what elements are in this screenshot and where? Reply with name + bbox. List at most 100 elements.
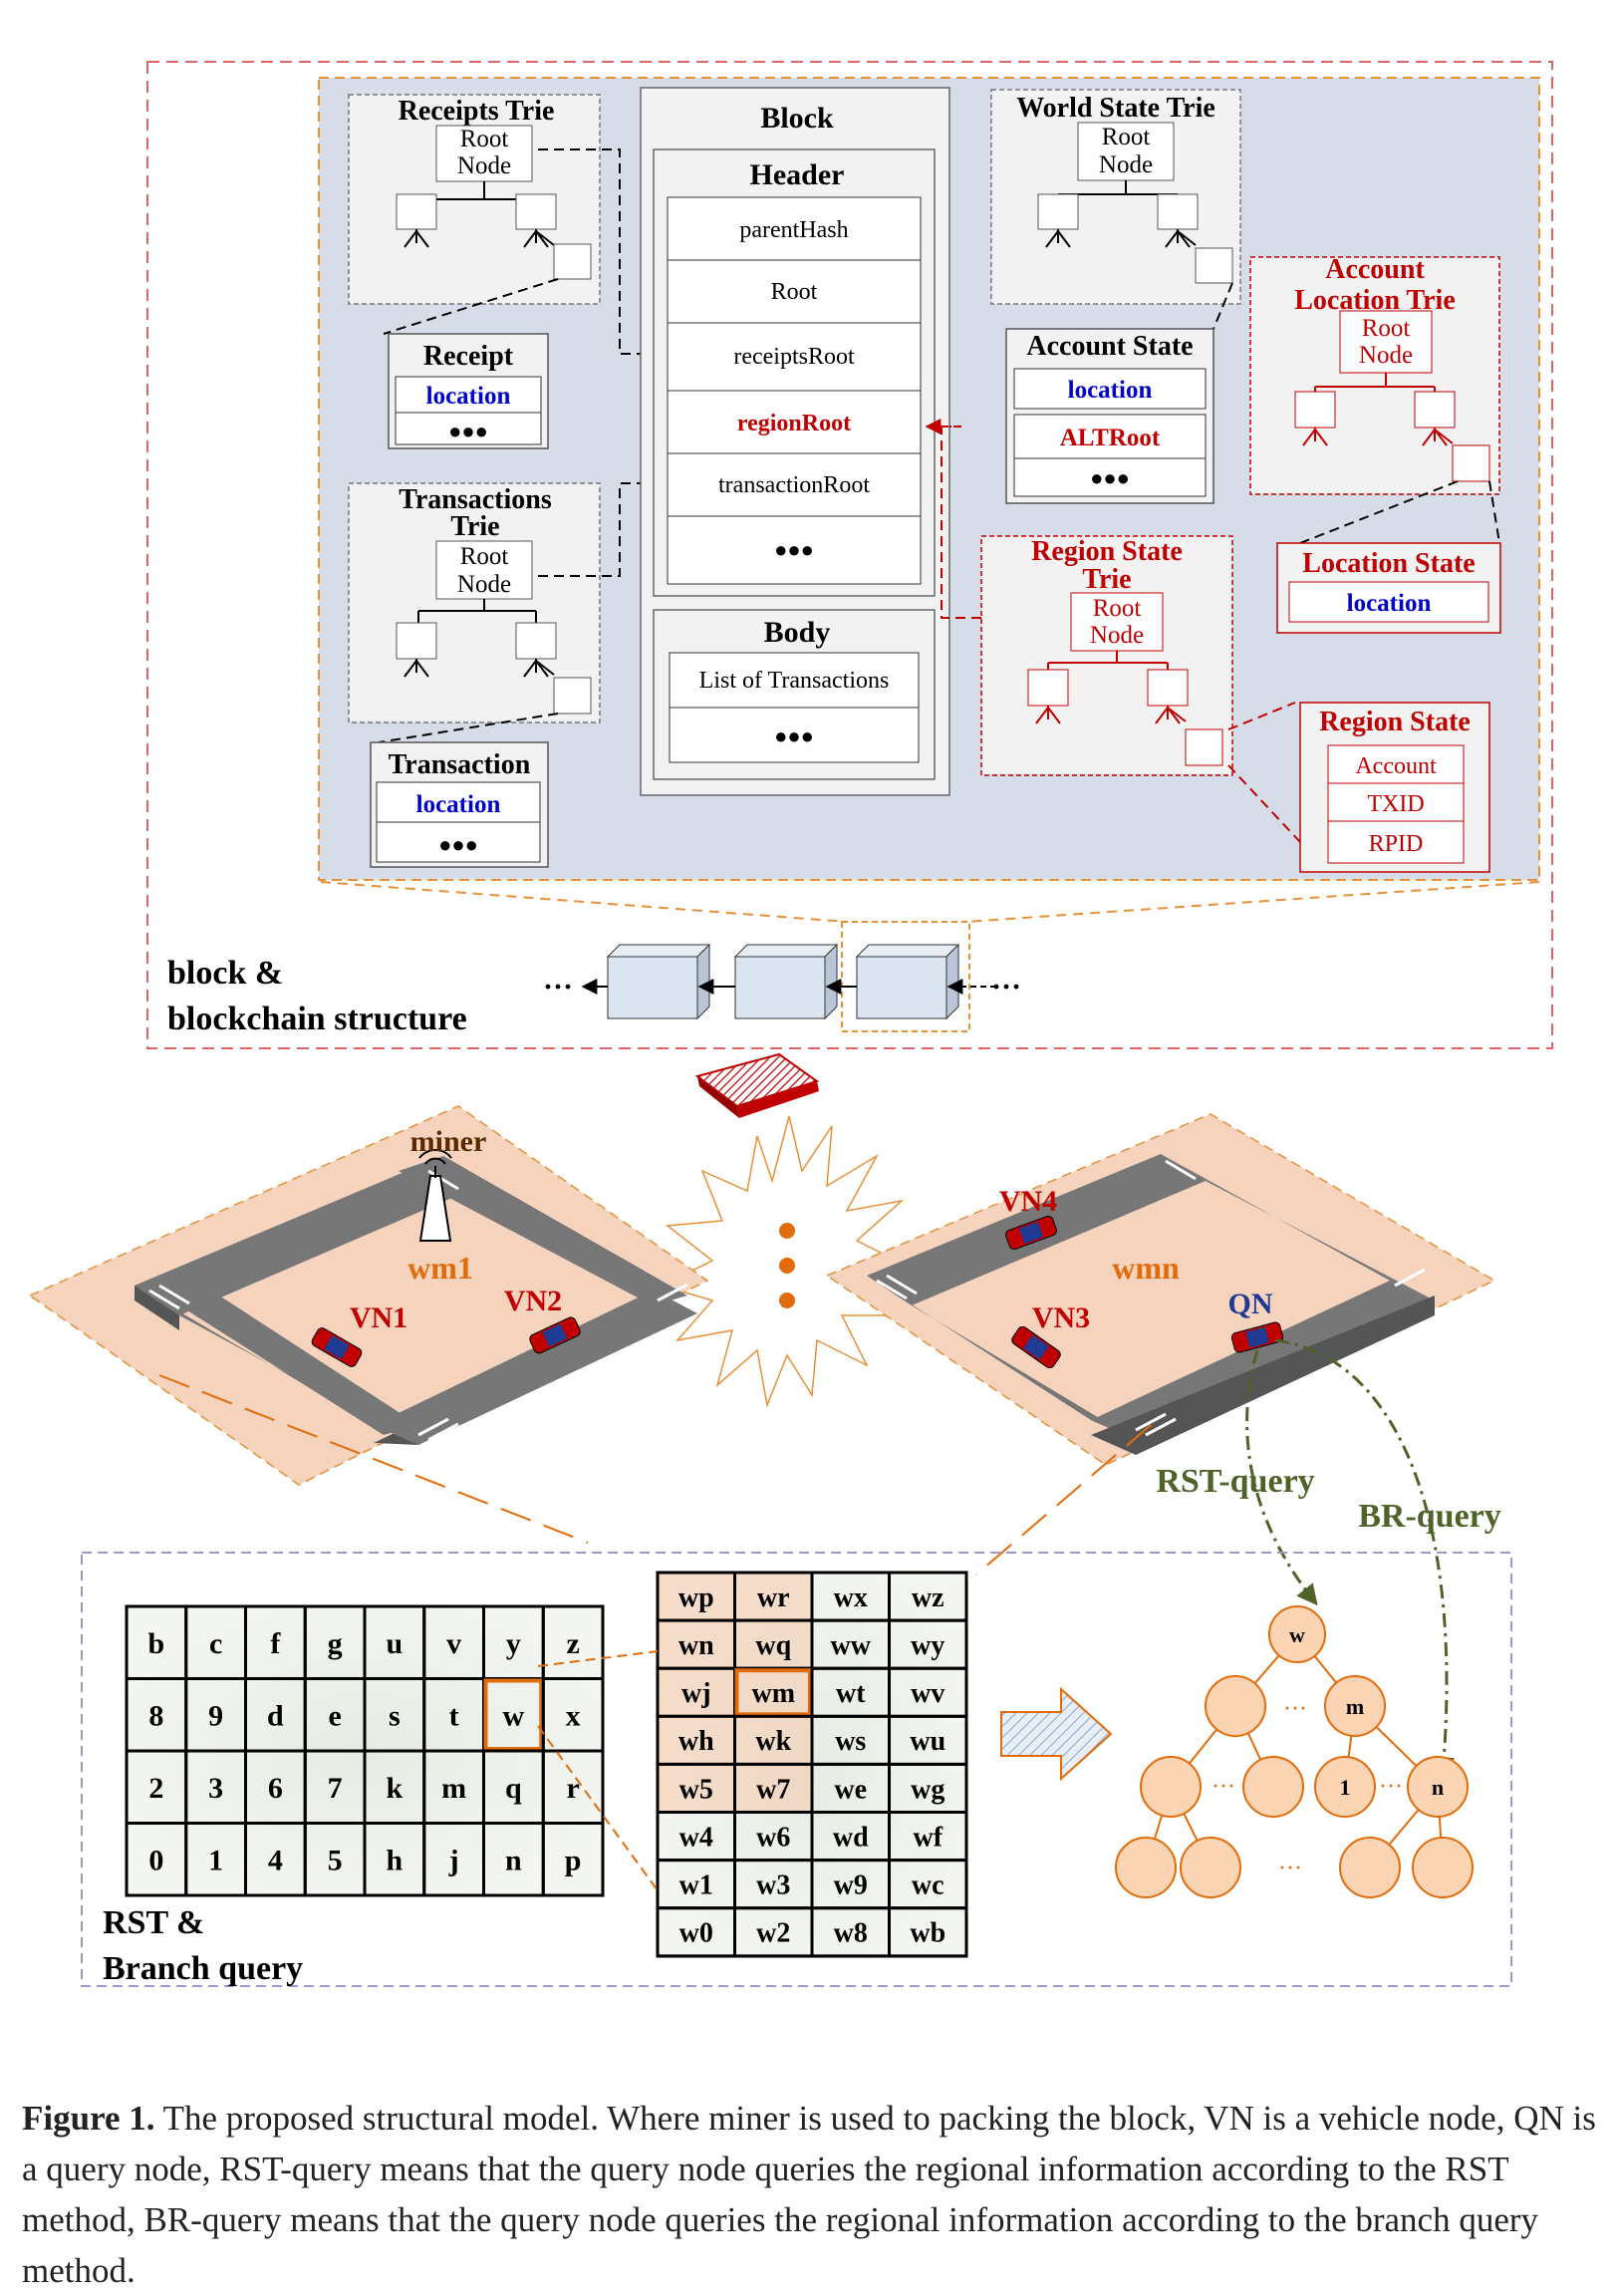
tree-node [1205,1675,1266,1737]
geohash-cell-label: w5 [679,1774,713,1805]
transform-arrow-icon [1000,1686,1113,1782]
geohash-cell-label: wf [913,1822,943,1853]
geohash-cell-label: w9 [834,1869,868,1900]
node-label: Node [1099,151,1153,178]
geohash-cell-label: ws [835,1726,866,1757]
trie-leaf-node [1185,728,1223,766]
region-field-rpid: RPID [1369,831,1424,857]
trie-child-node [515,622,557,660]
region-wm1: miner wm1 VN1 VN2 [28,1105,709,1486]
geohash-cell-label: h [387,1844,404,1876]
geohash-cell [656,1714,736,1766]
node-label: Node [457,571,511,598]
region-wm1-label: wm1 [407,1250,473,1286]
region-wmn: wmn VN4 VN3 QN [825,1113,1496,1466]
query-section-label: RST & [103,1904,204,1941]
trie-leaf-node [553,677,592,715]
br-query-label: BR-query [1358,1498,1501,1535]
branch-tree: w m 1 n ··· ··· ··· ··· [1115,1605,1474,1898]
geohash-cell-label: g [328,1627,343,1660]
geohash-cell [733,1762,814,1815]
caption-label: Figure 1. [22,2099,155,2138]
region-state-trie: Region State Trie Root Node [980,535,1233,776]
geohash-cell [541,1822,605,1897]
tree-ellipsis: ··· [1212,1774,1235,1800]
receipts-trie: Receipts Trie Root Node [348,94,601,305]
geohash-cell-label: v [446,1627,461,1660]
geohash-cell-label: f [270,1627,281,1660]
receipt-box: Receipt location ●●● [388,333,549,449]
figure-caption: Figure 1. The proposed structural model.… [22,2093,1596,2296]
tree-node [1412,1837,1474,1898]
root-label: Root [460,126,509,152]
query-section-label-2: Branch query [103,1950,303,1987]
geohash-cell-label: z [566,1627,579,1660]
location-state-box: Location State location [1276,542,1501,634]
transactions-trie-title-2: Trie [450,511,499,542]
tree-ellipsis: ··· [1278,1856,1302,1881]
query-panel-frame [81,1552,1512,1987]
geohash-cell-label: w6 [756,1822,790,1853]
tree-node [1115,1837,1177,1898]
geohash-cell-label: x [566,1699,581,1732]
transaction-title: Transaction [389,749,531,780]
vn3-car-icon [1011,1325,1061,1369]
geohash-cell-label: 5 [328,1844,343,1876]
geohash-cell-label: k [387,1772,404,1805]
geohash-cell-label: y [506,1627,521,1660]
geohash-cell-label: w2 [756,1918,790,1949]
geohash-cell-label: w1 [679,1869,713,1900]
header-field-transactionroot: transactionRoot [718,472,870,498]
account-altroot-field: ALTRoot [1060,425,1161,451]
tree-ellipsis: ··· [1379,1774,1403,1800]
geohash-cell-label: 4 [268,1844,283,1876]
geohash-cell-label: wt [836,1678,866,1709]
geohash-cell-label: e [328,1699,341,1732]
geohash-cell-label: 1 [208,1844,223,1876]
geohash-cell-label: s [389,1699,401,1732]
world-state-trie: World State Trie Root Node [990,89,1241,305]
geohash-cell-label: 0 [148,1844,163,1876]
trie-child-node [396,193,437,230]
block-chain: ··· ··· [543,943,1021,1020]
chain-ellipsis-right: ··· [991,971,1021,1004]
world-state-trie-title: World State Trie [1016,93,1215,124]
trie-child-node [396,622,437,660]
trie-child-node [1157,193,1199,230]
root-label: Root [1362,315,1411,342]
geohash-cell-label: wh [678,1726,714,1757]
account-state-title: Account State [1026,331,1193,362]
geohash-cell-label: wz [912,1582,944,1613]
regions-section: miner wm1 VN1 VN2 wmn VN4 VN3 QN [28,1105,1501,1779]
trie-leaf-node [1195,247,1233,284]
vn2-label: VN2 [504,1285,562,1317]
trie-child-node [1027,669,1069,707]
caption-text: The proposed structural model. Where min… [22,2099,1596,2290]
tree-node-w [1268,1605,1326,1663]
tree-node [1140,1756,1202,1818]
header-title: Header [750,158,845,191]
geohash-cell-label: wx [834,1582,868,1613]
root-label: Root [1102,124,1151,150]
tree-m-label: m [1346,1694,1364,1719]
account-location-trie: Account Location Trie Root Node [1249,254,1500,495]
geohash-cell-label: p [565,1844,582,1876]
trie-leaf-node [553,243,592,280]
block-box: Block Header parentHash Root receiptsRoo… [640,87,950,796]
ellipsis-dot [779,1292,795,1308]
geohash-cell-label: wg [911,1774,944,1805]
transactions-trie-title: Transactions [399,484,552,515]
receipt-location-field: location [426,383,511,410]
selected-block-highlight [841,921,970,1032]
trie-child-node [1037,193,1079,230]
geohash-cell-label: wk [755,1726,791,1757]
geohash-cell-label: wb [910,1918,945,1949]
tree-node [1180,1837,1241,1898]
geohash-cell-label: wd [833,1822,869,1853]
region-wmn-label: wmn [1112,1250,1180,1286]
chain-section-label-2: blockchain structure [167,1001,467,1037]
geohash-cell-label: 9 [208,1699,223,1732]
region-state-title: Region State [1319,707,1471,737]
geohash-cell-label: r [566,1772,579,1805]
